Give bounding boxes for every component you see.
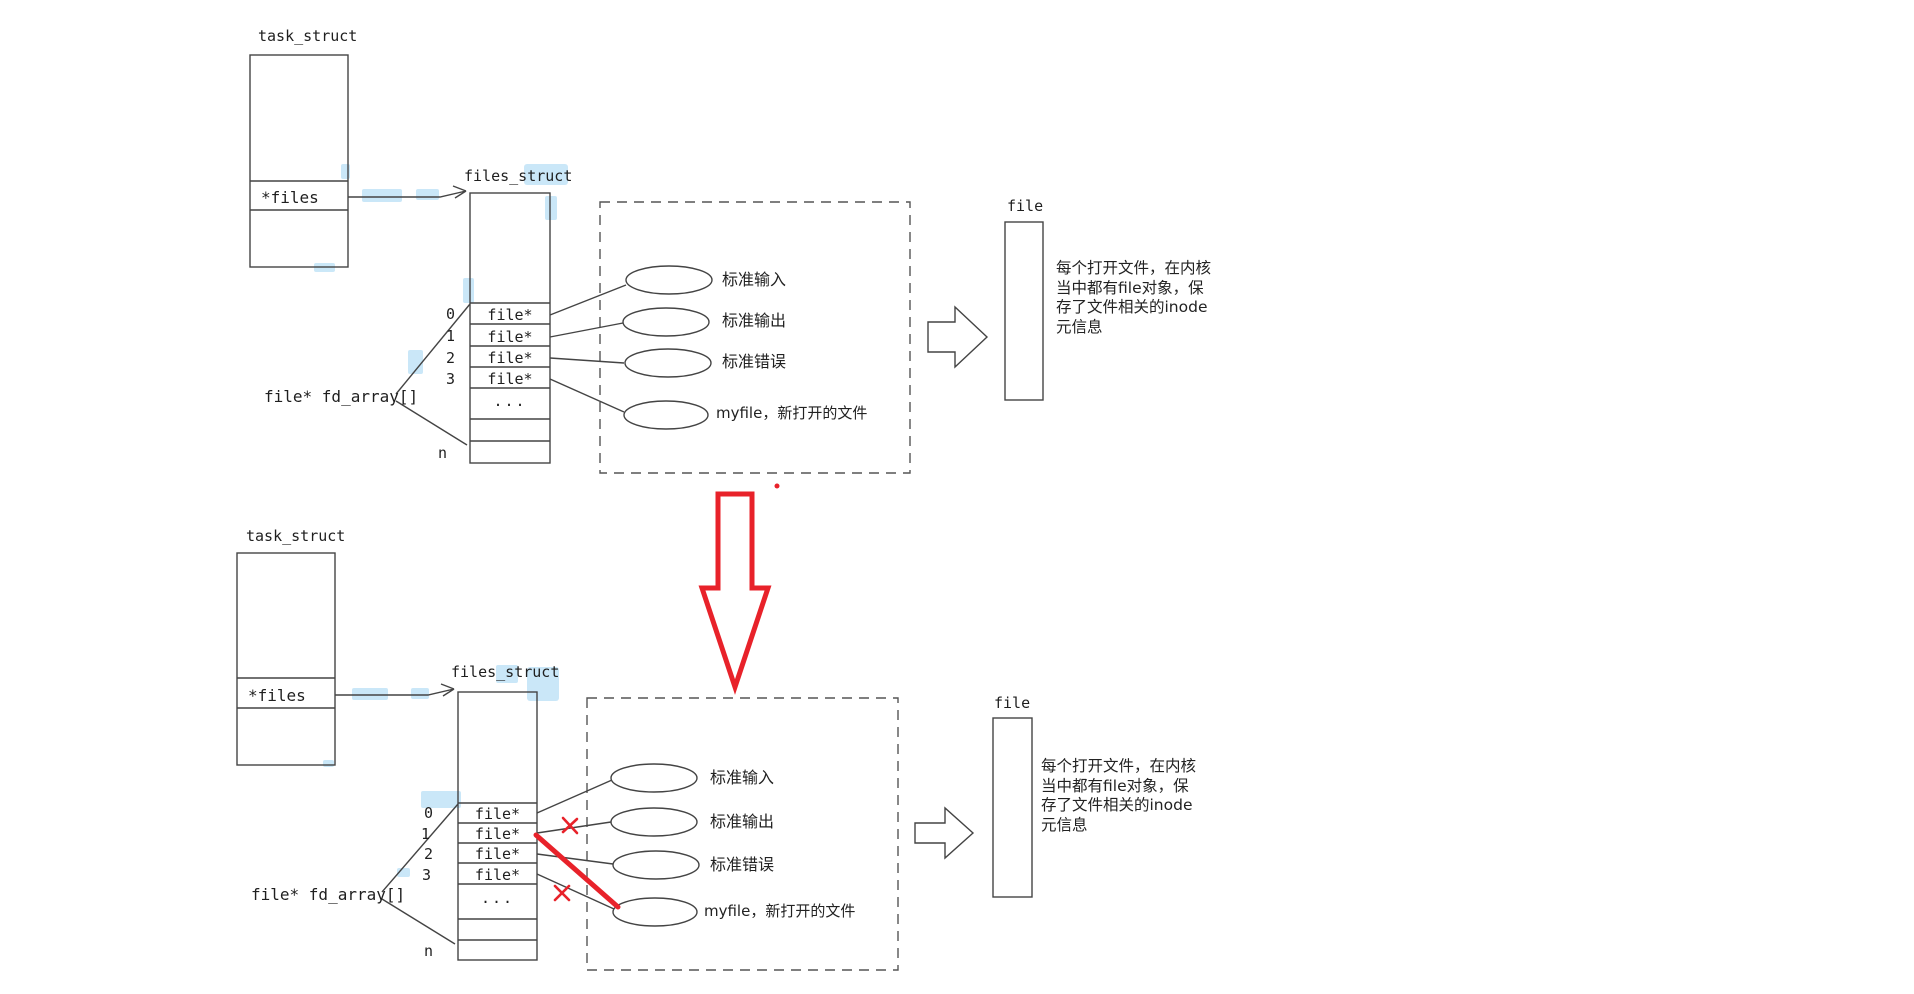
top-task-struct-title: task_struct <box>258 27 358 45</box>
top-fd-cell-ellipsis: ... <box>493 392 527 410</box>
bottom-myfile-label: myfile，新打开的文件 <box>704 902 856 920</box>
red-x-stdout-icon <box>561 816 579 835</box>
bottom-task-struct-box <box>236 552 336 766</box>
bottom-fd-row-lines <box>458 802 537 941</box>
top-files-pointer-field: *files <box>261 188 319 207</box>
top-diagram-shapes <box>249 54 1044 474</box>
top-open-files-dashed-box <box>599 201 911 474</box>
bottom-fd-connection-lines <box>536 779 615 910</box>
top-stdout-label: 标准输出 <box>722 311 787 330</box>
top-stdout-ellipse <box>622 307 710 337</box>
bottom-note-line-1: 每个打开文件，在内核 <box>1041 757 1197 775</box>
top-fd-cell-2: file* <box>487 349 533 367</box>
bottom-stdin-ellipse <box>610 763 698 793</box>
bottom-files-pointer-arrow <box>335 683 455 697</box>
bottom-stderr-label: 标准错误 <box>710 855 775 874</box>
bottom-file-box <box>992 717 1033 898</box>
bottom-fd-index-n: n <box>424 942 434 960</box>
top-right-block-arrow <box>927 305 989 369</box>
bottom-file-box-title: file <box>994 694 1031 712</box>
bottom-stdout-ellipse <box>610 807 698 837</box>
bottom-fd-cell-ellipsis: ... <box>480 889 515 907</box>
top-stdin-ellipse <box>625 265 713 295</box>
top-fd-index-3: 3 <box>446 370 456 388</box>
red-down-arrow <box>698 483 780 695</box>
highlight-smudges <box>314 164 568 877</box>
top-note-line-4: 元信息 <box>1056 317 1103 336</box>
top-files-struct-title: files_struct <box>464 167 573 185</box>
bottom-task-struct-title: task_struct <box>246 527 346 545</box>
bottom-note-line-3: 存了文件相关的inode <box>1041 796 1193 814</box>
top-fd-array-brace <box>395 303 471 446</box>
top-fd-cell-3: file* <box>487 370 533 388</box>
red-x-myfile-icon <box>553 884 571 902</box>
bottom-stdout-label: 标准输出 <box>710 812 775 831</box>
bottom-files-struct-box <box>457 691 538 961</box>
bottom-diagram-shapes <box>236 552 1033 971</box>
bottom-note-line-4: 元信息 <box>1041 815 1088 834</box>
top-stderr-label: 标准错误 <box>722 352 787 371</box>
top-stdin-label: 标准输入 <box>722 270 787 289</box>
top-note-text: 每个打开文件，在内核 当中都有file对象，保 存了文件相关的inode 元信息 <box>1056 259 1211 337</box>
top-file-box-title: file <box>1007 197 1044 215</box>
bottom-myfile-ellipse <box>612 897 698 927</box>
top-fd-cell-1: file* <box>487 328 533 346</box>
top-myfile-label: myfile，新打开的文件 <box>716 404 868 422</box>
bottom-fd-index-0: 0 <box>424 804 434 822</box>
bottom-files-struct-title: files_struct <box>451 663 560 681</box>
bottom-fd-array-label: file* fd_array[] <box>251 885 406 904</box>
bottom-note-text: 每个打开文件，在内核 当中都有file对象，保 存了文件相关的inode 元信息 <box>1041 757 1196 835</box>
top-fd-index-1: 1 <box>446 327 456 345</box>
bottom-stderr-ellipse <box>612 850 700 880</box>
top-fd-index-2: 2 <box>446 349 456 367</box>
bottom-fd-cell-0: file* <box>474 805 521 823</box>
top-note-line-3: 存了文件相关的inode <box>1056 298 1208 316</box>
top-fd-cell-0: file* <box>487 306 533 324</box>
bottom-fd-array-brace <box>381 803 459 945</box>
bottom-note-line-2: 当中都有file对象，保 <box>1041 776 1189 795</box>
top-stderr-ellipse <box>624 348 712 378</box>
top-fd-index-0: 0 <box>446 305 456 323</box>
bottom-fd-cell-3: file* <box>474 866 521 884</box>
redirection-marks <box>533 816 621 910</box>
bottom-files-pointer-field: *files <box>248 686 306 705</box>
red-dot <box>774 483 780 489</box>
bottom-fd-index-3: 3 <box>422 866 432 884</box>
bottom-right-block-arrow <box>914 806 975 860</box>
top-fd-connection-lines <box>549 284 627 413</box>
top-note-line-2: 当中都有file对象，保 <box>1056 278 1204 297</box>
top-file-box <box>1004 221 1044 401</box>
top-files-pointer-arrow <box>348 185 467 199</box>
bottom-stdin-label: 标准输入 <box>710 768 775 787</box>
top-note-line-1: 每个打开文件，在内核 <box>1056 259 1212 277</box>
bottom-fd-index-2: 2 <box>424 845 434 863</box>
top-files-struct-box <box>469 192 551 464</box>
top-fd-row-lines <box>470 302 550 442</box>
bottom-fd-cell-1: file* <box>474 825 521 843</box>
top-myfile-ellipse <box>623 400 709 430</box>
top-task-struct-box <box>249 54 349 268</box>
bottom-fd-index-1: 1 <box>421 825 431 843</box>
top-fd-index-n: n <box>438 444 448 462</box>
red-redirect-line <box>533 832 621 910</box>
bottom-open-files-dashed-box <box>586 697 899 971</box>
top-fd-array-label: file* fd_array[] <box>264 387 419 406</box>
bottom-fd-cell-2: file* <box>474 845 521 863</box>
